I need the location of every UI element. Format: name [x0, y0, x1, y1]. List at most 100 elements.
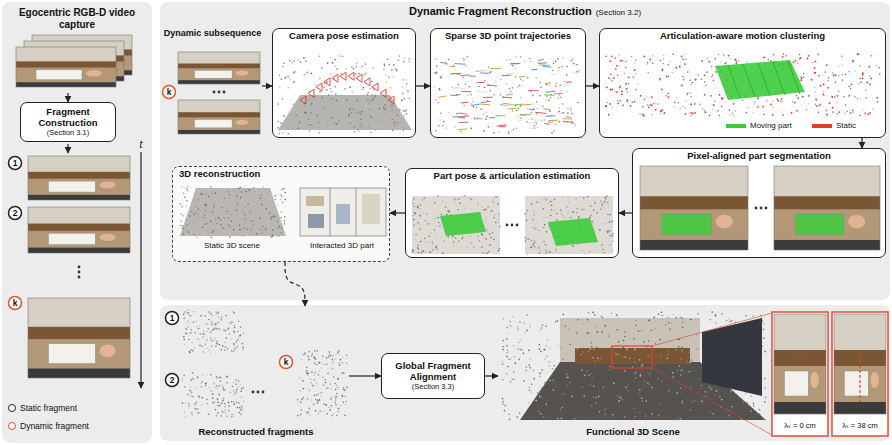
- point: [278, 235, 280, 237]
- point: [229, 333, 231, 335]
- point: [838, 75, 840, 77]
- point: [181, 186, 183, 188]
- point: [332, 61, 334, 63]
- point: [181, 378, 183, 380]
- point: [224, 349, 226, 351]
- point: [498, 222, 500, 224]
- point: [233, 382, 235, 384]
- hand: [99, 344, 115, 357]
- point: [217, 412, 219, 414]
- point: [341, 372, 343, 374]
- point: [561, 66, 563, 68]
- point: [262, 226, 264, 228]
- point: [509, 88, 511, 90]
- point: [685, 59, 687, 61]
- point: [250, 229, 252, 231]
- point: [401, 86, 403, 88]
- point: [214, 324, 216, 326]
- point: [227, 348, 229, 350]
- point: [666, 95, 668, 97]
- point: [198, 199, 200, 201]
- point: [322, 356, 324, 358]
- point-trajectory: [480, 72, 489, 73]
- point: [216, 328, 218, 330]
- point: [261, 194, 263, 196]
- point: [420, 252, 422, 254]
- time-axis: [140, 152, 141, 388]
- point-trajectory: [506, 94, 513, 95]
- point: [417, 222, 419, 224]
- point: [319, 78, 321, 80]
- cabinet: [178, 112, 260, 117]
- point: [231, 338, 233, 340]
- point: [438, 125, 440, 127]
- point-trajectory: [548, 120, 559, 122]
- point: [243, 227, 245, 229]
- point: [797, 97, 799, 99]
- point: [211, 315, 213, 317]
- point: [471, 250, 473, 252]
- point: [253, 187, 255, 189]
- point: [269, 213, 271, 215]
- point: [626, 91, 628, 93]
- point: [194, 404, 196, 406]
- point: [558, 67, 560, 69]
- point: [277, 127, 279, 129]
- point: [563, 81, 565, 83]
- point: [570, 107, 572, 109]
- point: [217, 402, 219, 404]
- point: [212, 397, 214, 399]
- point: [186, 200, 188, 202]
- point-trajectory: [459, 122, 469, 124]
- point: [237, 331, 239, 333]
- point: [463, 205, 465, 207]
- point: [857, 53, 859, 55]
- point: [234, 403, 236, 405]
- point: [291, 62, 293, 64]
- point: [626, 99, 628, 101]
- point: [335, 65, 337, 67]
- point: [730, 114, 732, 116]
- point: [326, 89, 328, 91]
- point: [316, 382, 318, 384]
- point: [481, 234, 483, 236]
- point-trajectory: [438, 96, 446, 97]
- point: [616, 91, 618, 93]
- point: [694, 103, 696, 105]
- point: [701, 60, 703, 62]
- point: [399, 116, 401, 118]
- point: [239, 224, 241, 226]
- point: [186, 333, 188, 335]
- point: [558, 251, 560, 253]
- point: [249, 212, 251, 214]
- photo-frame: [16, 47, 116, 87]
- point: [393, 76, 395, 78]
- point: [485, 111, 487, 113]
- point: [660, 110, 662, 112]
- point: [456, 113, 458, 115]
- point: [560, 209, 562, 211]
- point: [302, 121, 304, 123]
- point: [406, 79, 408, 81]
- point: [437, 217, 439, 219]
- point: [223, 219, 225, 221]
- point: [304, 352, 306, 354]
- point: [206, 330, 208, 332]
- point: [229, 225, 231, 227]
- camera-frustum: [316, 83, 322, 91]
- point: [704, 94, 706, 96]
- point: [757, 107, 759, 109]
- point: [179, 203, 181, 205]
- point: [391, 69, 393, 71]
- point: [206, 374, 208, 376]
- point: [470, 103, 472, 105]
- point: [604, 223, 606, 225]
- point: [206, 399, 208, 401]
- point: [185, 219, 187, 221]
- wall: [640, 166, 748, 250]
- point: [646, 96, 648, 98]
- point: [681, 58, 683, 60]
- point: [357, 112, 359, 114]
- point: [203, 330, 205, 332]
- point: [530, 247, 532, 249]
